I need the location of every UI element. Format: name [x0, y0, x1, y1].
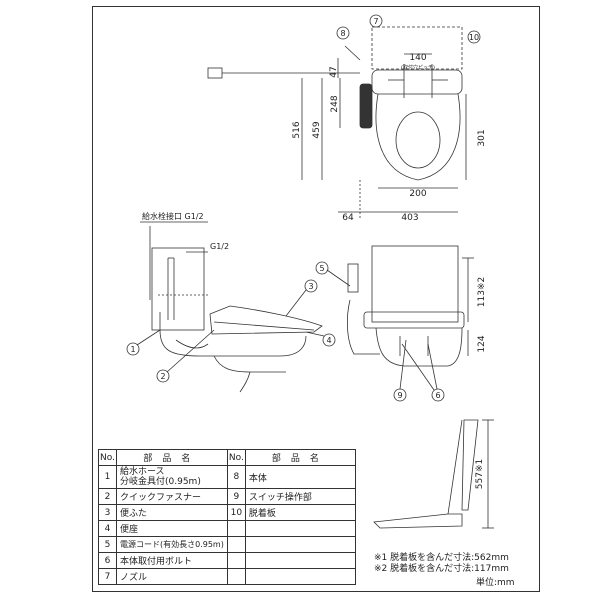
table-row: 7 ノズル: [98, 568, 357, 585]
callout-7: 9: [397, 391, 402, 400]
callout-8: 7: [373, 17, 378, 26]
part-name: 電源コード(有効長さ0.95m): [116, 536, 228, 553]
header-name-2: 部品名: [244, 449, 357, 466]
part-no: 4: [98, 520, 117, 537]
part-name-empty: [244, 520, 357, 537]
table-row: 6 本体取付用ボルト: [98, 552, 357, 569]
side-view-right: [346, 245, 474, 367]
dim-47: 47: [329, 66, 339, 77]
dim-124: 124: [477, 335, 487, 352]
part-name: 脱着板: [244, 504, 357, 521]
part-no: 9: [226, 488, 246, 505]
part-no-empty: [226, 568, 246, 585]
callout-9: 8: [340, 29, 345, 38]
unit-label: 単位:mm: [476, 578, 515, 588]
part-no: 6: [98, 552, 117, 569]
part-no: 10: [226, 504, 246, 521]
callout-1: 1: [130, 345, 135, 354]
dim-64: 64: [342, 213, 354, 223]
g12-label: G1/2: [210, 242, 229, 251]
part-name: 便座: [116, 520, 228, 537]
dim-516: 516: [292, 121, 302, 138]
part-no-empty: [226, 520, 246, 537]
supply-label: 給水栓接口 G1/2: [142, 211, 204, 221]
table-row: 1 給水ホース 分岐金具付(0.95m) 8 本体: [98, 465, 357, 489]
dim-200: 200: [409, 189, 426, 199]
part-name: 本体取付用ボルト: [116, 552, 228, 569]
top-view: [207, 26, 467, 218]
header-no-2: No.: [226, 449, 246, 466]
part-no: 1: [98, 465, 117, 489]
part-name-empty: [244, 552, 357, 569]
header-no: No.: [98, 449, 117, 466]
footnote-1: ※1 脱着板を含んだ寸法:562mm: [374, 553, 509, 563]
callout-6: 6: [435, 391, 440, 400]
dim-557: 557※1: [475, 459, 485, 489]
front-view: [373, 419, 494, 529]
part-no-empty: [226, 536, 246, 553]
part-name: 給水ホース 分岐金具付(0.95m): [116, 465, 228, 489]
callout-3: 3: [308, 282, 313, 291]
footnote-2: ※2 脱着板を含んだ寸法:117mm: [374, 564, 509, 574]
dim-301: 301: [477, 129, 487, 146]
callout-10: 10: [469, 33, 479, 42]
part-no: 2: [98, 488, 117, 505]
part-name: 便ふた: [116, 504, 228, 521]
part-name-empty: [244, 568, 357, 585]
part-no: 3: [98, 504, 117, 521]
callout-5: 5: [319, 264, 324, 273]
callouts: [126, 14, 481, 402]
dim-403: 403: [401, 213, 418, 223]
part-name: 本体: [244, 465, 357, 489]
part-name: ノズル: [116, 568, 228, 585]
part-name: スイッチ操作部: [244, 488, 357, 505]
table-row: 3 便ふた 10 脱着板: [98, 504, 357, 521]
part-no: 8: [226, 465, 246, 489]
header-name: 部品名: [116, 449, 228, 466]
part-name-empty: [244, 536, 357, 553]
dim-140-note: (取付穴ピッチ): [401, 64, 435, 71]
dim-140: 140: [409, 53, 426, 63]
dim-248: 248: [330, 95, 340, 112]
table-header: No. 部品名 No. 部品名: [98, 449, 357, 466]
callout-4: 4: [326, 336, 331, 345]
part-no: 5: [98, 536, 117, 553]
part-no: 7: [98, 568, 117, 585]
dim-113: 113※2: [477, 277, 487, 307]
dim-459: 459: [312, 121, 322, 138]
table-row: 4 便座: [98, 520, 357, 537]
footnotes: ※1 脱着板を含んだ寸法:562mm ※2 脱着板を含んだ寸法:117mm: [374, 553, 509, 575]
part-no-empty: [226, 552, 246, 569]
parts-table: No. 部品名 No. 部品名 1 給水ホース 分岐金具付(0.95m) 8 本…: [98, 449, 357, 585]
table-row: 5 電源コード(有効長さ0.95m): [98, 536, 357, 553]
table-row: 2 クイックファスナー 9 スイッチ操作部: [98, 488, 357, 505]
side-view-toilet: [140, 221, 323, 393]
callout-2: 2: [160, 372, 165, 381]
part-name: クイックファスナー: [116, 488, 228, 505]
drawing-frame: [92, 6, 540, 592]
